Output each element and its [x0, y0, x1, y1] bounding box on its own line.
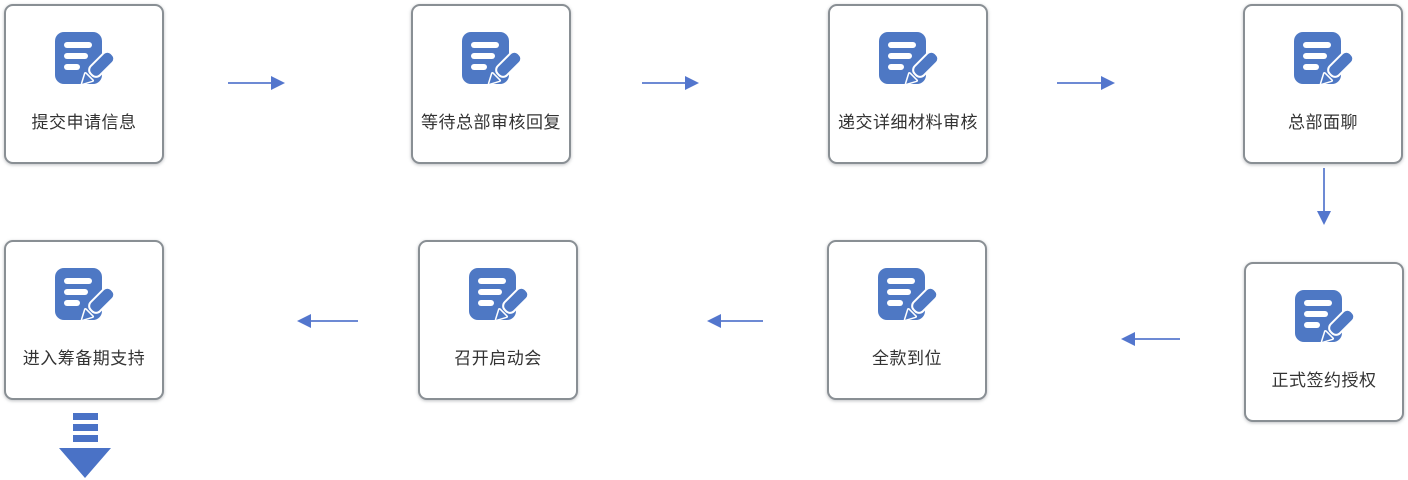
- arrow-head-icon: [1121, 332, 1135, 346]
- arrow-shaft: [642, 82, 685, 84]
- flow-step-card-5: 正式签约授权: [1244, 262, 1404, 422]
- flow-arrow-left: [1121, 332, 1180, 346]
- exit-arrow-head-icon: [59, 448, 111, 478]
- flow-arrow-right: [228, 76, 285, 90]
- flow-step-label: 等待总部审核回复: [421, 113, 561, 132]
- arrow-head-icon: [1101, 76, 1115, 90]
- arrow-shaft: [721, 320, 763, 322]
- flow-arrow-right: [1057, 76, 1115, 90]
- flow-step-label: 正式签约授权: [1271, 371, 1377, 390]
- flow-arrow-down: [1317, 168, 1331, 225]
- arrow-shaft: [228, 82, 271, 84]
- flow-step-card-4: 总部面聊: [1243, 4, 1403, 164]
- document-edit-icon: [879, 32, 940, 92]
- flow-step-card-1: 提交申请信息: [4, 4, 164, 164]
- document-edit-icon: [469, 268, 530, 328]
- arrow-head-icon: [685, 76, 699, 90]
- document-edit-icon: [462, 32, 523, 92]
- flow-arrow-left: [707, 314, 763, 328]
- arrow-head-icon: [1317, 211, 1331, 225]
- flow-step-card-7: 召开启动会: [418, 240, 578, 400]
- flow-arrow-right: [642, 76, 699, 90]
- document-edit-icon: [1294, 32, 1355, 92]
- flow-step-label: 进入筹备期支持: [22, 349, 146, 368]
- flow-step-label: 全款到位: [872, 349, 942, 368]
- flow-step-card-3: 递交详细材料审核: [828, 4, 988, 164]
- document-edit-icon: [1295, 290, 1356, 350]
- exit-arrow-bar: [72, 424, 98, 431]
- arrow-shaft: [1323, 168, 1325, 211]
- flow-step-label: 提交申请信息: [31, 113, 137, 132]
- arrow-head-icon: [297, 314, 311, 328]
- document-edit-icon: [55, 32, 116, 92]
- exit-arrow-bar: [72, 435, 98, 442]
- flow-step-label: 召开启动会: [454, 349, 542, 368]
- flow-step-label: 递交详细材料审核: [838, 113, 978, 132]
- flow-step-label: 总部面聊: [1288, 113, 1358, 132]
- arrow-shaft: [311, 320, 358, 322]
- document-edit-icon: [878, 268, 939, 328]
- flow-step-card-8: 进入筹备期支持: [4, 240, 164, 400]
- arrow-head-icon: [707, 314, 721, 328]
- exit-arrow-bar: [72, 413, 98, 420]
- arrow-shaft: [1057, 82, 1101, 84]
- flow-arrow-left: [297, 314, 358, 328]
- arrow-head-icon: [271, 76, 285, 90]
- process-exit-arrow: [59, 413, 111, 478]
- flow-step-card-2: 等待总部审核回复: [411, 4, 571, 164]
- arrow-shaft: [1135, 338, 1180, 340]
- document-edit-icon: [55, 268, 116, 328]
- flow-step-card-6: 全款到位: [827, 240, 987, 400]
